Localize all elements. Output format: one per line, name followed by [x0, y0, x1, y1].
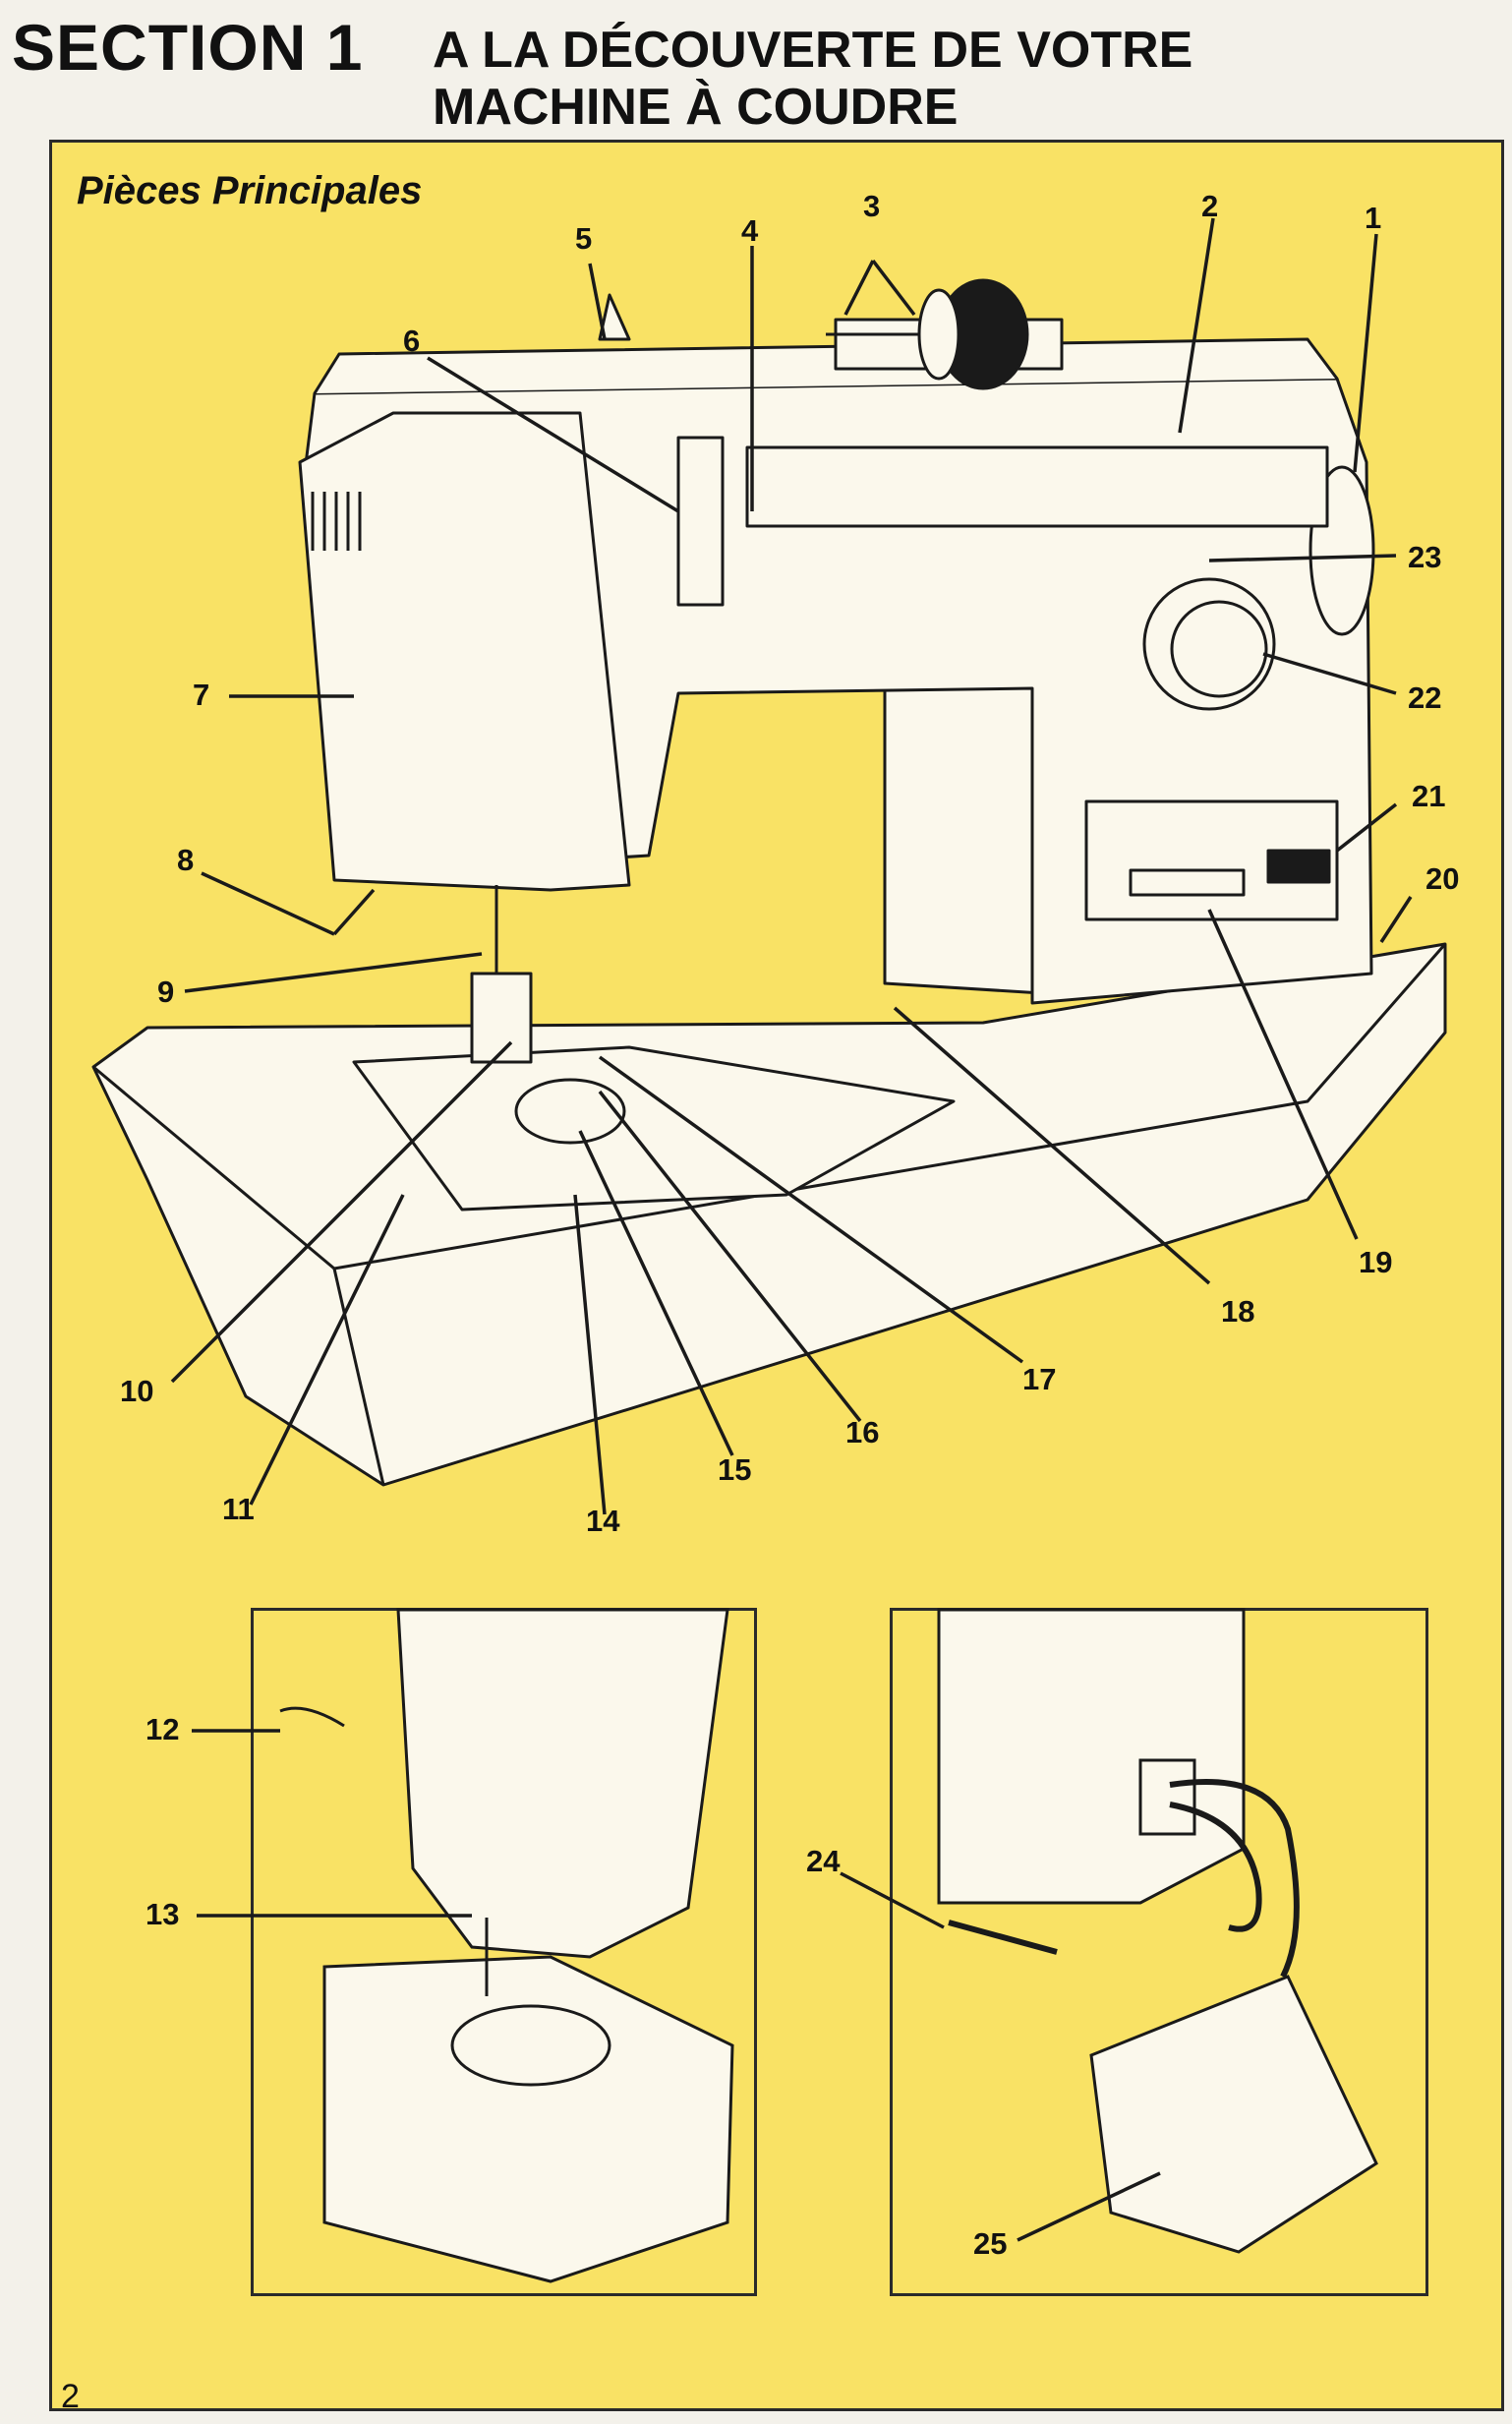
callout-5: 5 [575, 221, 593, 256]
face-cover [298, 411, 631, 892]
callout-10: 10 [120, 1374, 154, 1408]
callout-15: 15 [718, 1452, 752, 1487]
callout-23: 23 [1408, 540, 1442, 574]
callout-3: 3 [863, 189, 881, 223]
needle-plate-area [352, 1045, 956, 1212]
section-title-line1: A LA DÉCOUVERTE DE VOTRE [433, 22, 1193, 79]
section-title-line2: MACHINE À COUDRE [433, 79, 959, 136]
callout-4: 4 [741, 213, 759, 248]
sewing-machine-illustration [91, 217, 1447, 1515]
page-header: SECTION 1 A LA DÉCOUVERTE DE VOTRE MACHI… [0, 0, 1512, 138]
callout-18: 18 [1221, 1294, 1255, 1329]
section-title: A LA DÉCOUVERTE DE VOTRE MACHINE À COUDR… [433, 22, 1192, 136]
callout-1: 1 [1365, 201, 1382, 235]
callout-8: 8 [177, 843, 195, 877]
callout-13: 13 [145, 1897, 180, 1931]
callout-7: 7 [193, 678, 210, 712]
callout-22: 22 [1408, 680, 1442, 715]
callout-21: 21 [1412, 779, 1446, 813]
callout-25: 25 [973, 2226, 1008, 2261]
callout-6: 6 [403, 324, 421, 358]
callout-9: 9 [157, 975, 175, 1009]
section-number: SECTION 1 [12, 11, 364, 84]
callout-16: 16 [845, 1415, 880, 1449]
callout-17: 17 [1022, 1362, 1057, 1396]
callout-20: 20 [1425, 861, 1460, 896]
callout-19: 19 [1359, 1245, 1393, 1279]
callout-24: 24 [806, 1844, 841, 1878]
callout-12: 12 [145, 1712, 180, 1746]
panel-title: Pièces Principales [77, 169, 423, 212]
callout-11: 11 [222, 1492, 255, 1526]
callout-14: 14 [586, 1504, 620, 1538]
page-number: 2 [61, 2378, 80, 2415]
callout-2: 2 [1201, 189, 1219, 223]
